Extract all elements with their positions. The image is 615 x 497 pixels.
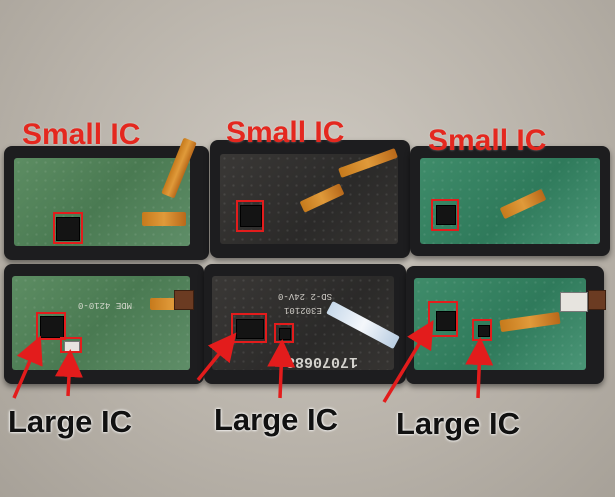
touchpad-tray-top-right [410,146,610,256]
touchpad-tray-bottom-left [4,264,204,384]
large-ic-chip-2 [236,319,264,339]
highlight-box-large-ic-2a [231,313,267,343]
board-serial-number: 17070688 [286,353,359,370]
sticker-label [560,292,588,312]
highlight-box-small-ic-3 [431,199,459,231]
board-marking-left: MDE 4210-0 [78,300,133,310]
large-ic-chip-3 [436,311,456,331]
highlight-box-small-ic-2 [236,200,264,232]
label-small-ic-left: Small IC [22,118,141,151]
label-large-ic-right: Large IC [396,406,521,441]
touchpad-board-top-left [14,158,190,246]
label-small-ic-right: Small IC [428,124,547,157]
touchpad-board-top-middle [220,154,398,244]
large-ic-chip-1 [40,316,64,338]
brown-connector [174,290,194,310]
label-large-ic-middle: Large IC [214,402,339,437]
flex-cable-top-left-tail [142,212,186,226]
highlight-box-large-ic-2b [274,323,294,343]
small-ic-chip-3 [436,205,456,225]
highlight-box-large-ic-1b [60,337,82,353]
small-ic-chip-1 [56,217,80,241]
label-large-ic-left: Large IC [8,404,133,439]
label-small-ic-middle: Small IC [226,116,345,149]
highlight-box-large-ic-3b [472,319,492,341]
brown-connector-right [588,290,606,310]
small-ic-chip-2 [240,205,262,227]
board-marking-mid-2: E302101 [284,305,322,315]
highlight-box-large-ic-3a [428,301,458,337]
component-3 [478,325,490,337]
highlight-box-small-ic-1 [53,212,83,244]
board-marking-mid-1: SD-2 24V-0 [278,291,333,301]
highlight-box-large-ic-1a [36,312,66,340]
